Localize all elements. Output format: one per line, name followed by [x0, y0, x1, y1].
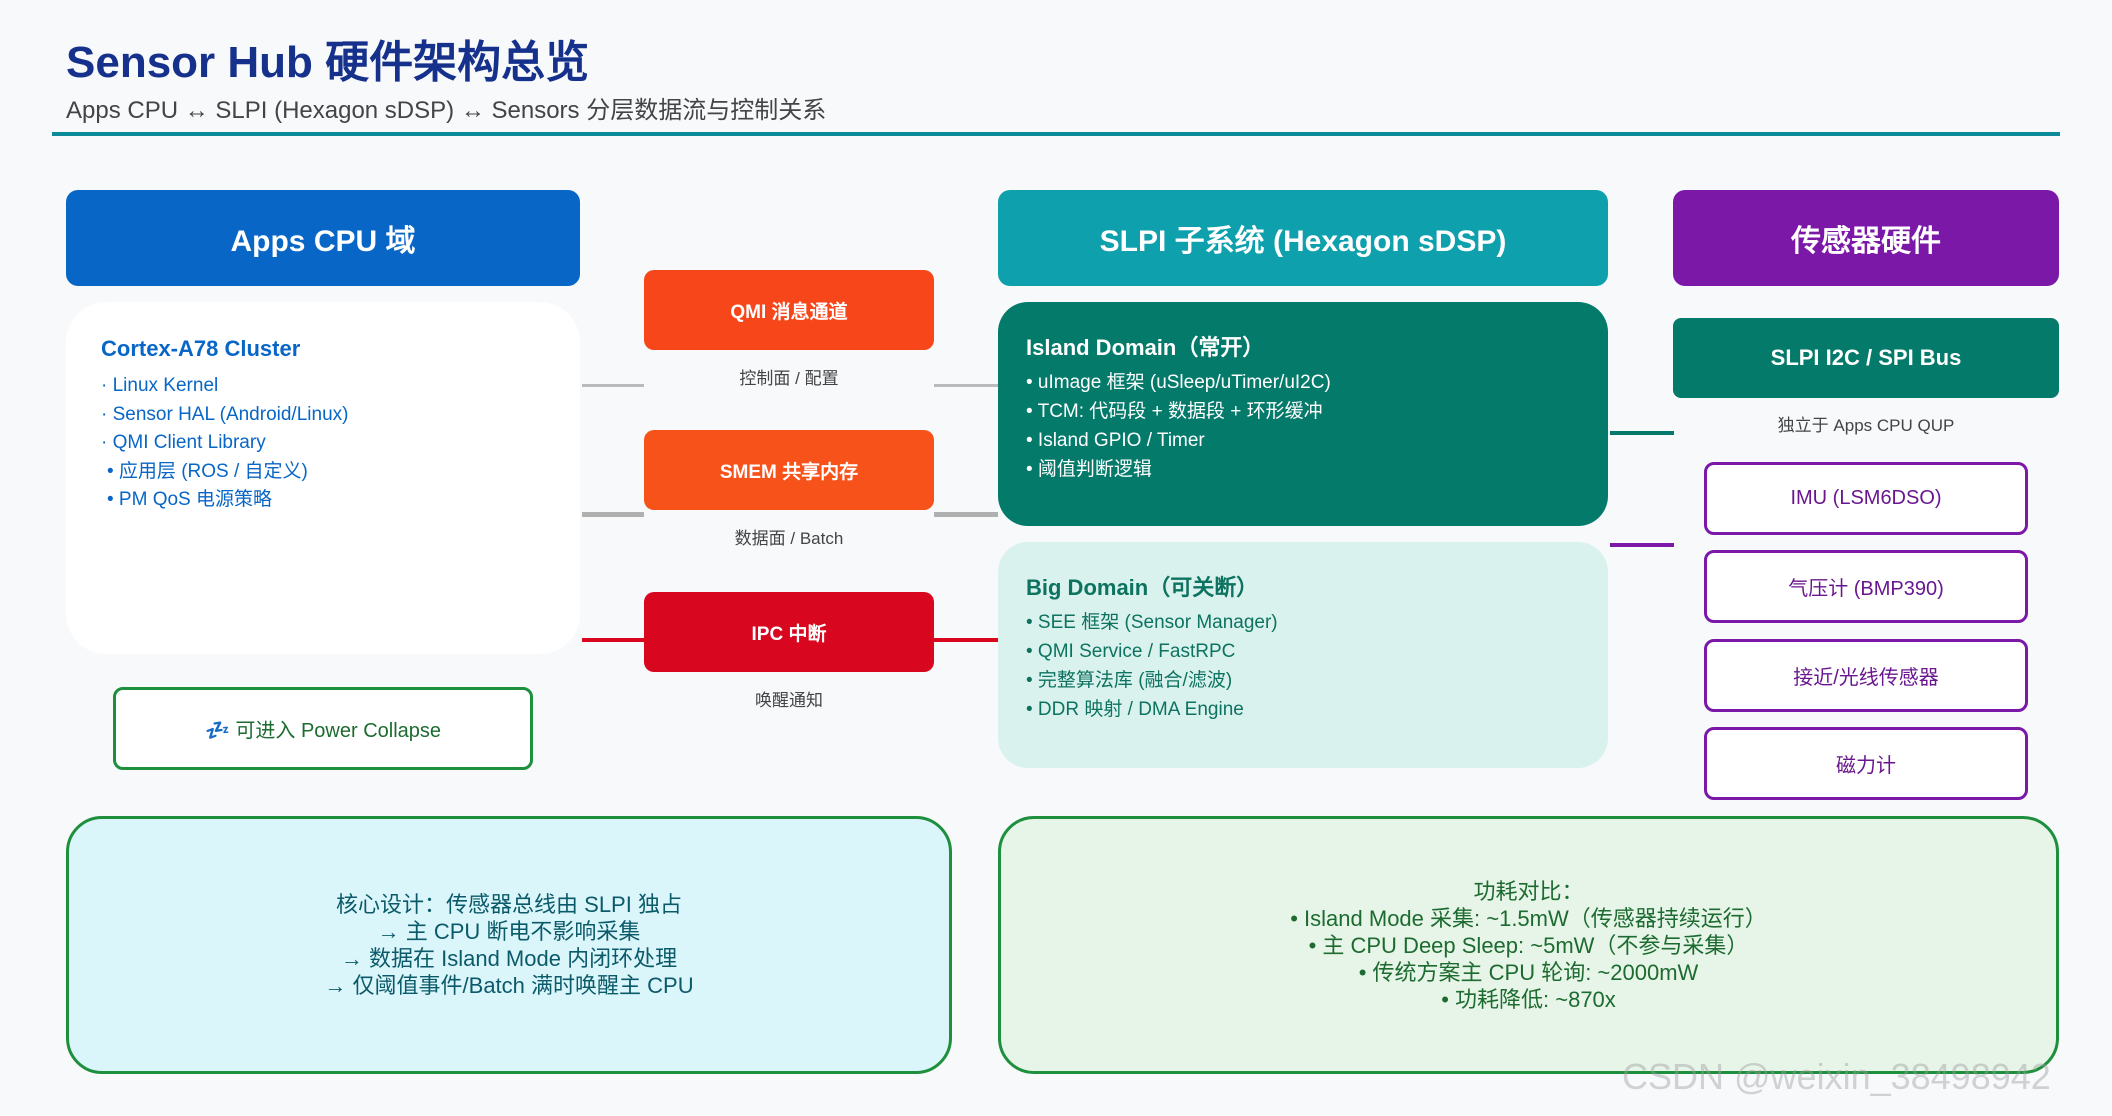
big-item: • DDR 映射 / DMA Engine — [1026, 699, 1244, 720]
apps-cpu-cluster-card: Cortex-A78 Cluster · Linux Kernel · Sens… — [66, 302, 580, 654]
sensor-proximity-light: 接近/光线传感器 — [1704, 639, 2028, 712]
ipc-channel-caption: 唤醒通知 — [755, 691, 823, 710]
bus-note: 独立于 Apps CPU QUP — [1777, 416, 1955, 435]
cluster-title: Cortex-A78 Cluster — [101, 336, 301, 361]
apps-item: • 应用层 (ROS / 自定义) — [107, 460, 308, 482]
page-subtitle: Apps CPU ↔ SLPI (Hexagon sDSP) ↔ Sensors… — [66, 97, 827, 124]
note-line: • Island Mode 采集: ~1.5mW（传感器持续运行） — [1290, 905, 1767, 931]
note-line: • 功耗降低: ~870x — [1441, 986, 1616, 1012]
watermark: CSDN @weixin_38498942 — [1622, 1056, 2051, 1097]
qmi-channel: QMI 消息通道 — [644, 270, 934, 350]
note-line: 核心设计：传感器总线由 SLPI 独占 — [336, 892, 682, 917]
big-domain-card: Big Domain（可关断） • SEE 框架 (Sensor Manager… — [998, 542, 1608, 768]
big-item: • 完整算法库 (融合/滤波) — [1026, 670, 1233, 691]
sensor-imu: IMU (LSM6DSO) — [1704, 462, 2028, 535]
slpi-bus-box: SLPI I2C / SPI Bus — [1673, 318, 2059, 398]
note-line: 功耗对比： — [1473, 878, 1584, 904]
connector-line — [582, 638, 644, 642]
apps-item: • PM QoS 电源策略 — [107, 489, 273, 510]
island-domain-title: Island Domain（常开） — [1026, 335, 1265, 360]
power-collapse-badge: 💤 可进入 Power Collapse — [113, 687, 533, 770]
page-title: Sensor Hub 硬件架构总览 — [66, 38, 590, 87]
note-line: • 传统方案主 CPU 轮询: ~2000mW — [1358, 959, 1699, 985]
apps-item: · Sensor HAL (Android/Linux) — [101, 403, 349, 425]
smem-channel-caption: 数据面 / Batch — [734, 529, 844, 548]
note-line: → 主 CPU 断电不影响采集 — [377, 919, 641, 944]
core-design-note: 核心设计：传感器总线由 SLPI 独占 → 主 CPU 断电不影响采集 → 数据… — [66, 816, 952, 1074]
connector-line — [582, 384, 644, 387]
connector-line — [1610, 543, 1674, 547]
note-line: → 仅阈值事件/Batch 满时唤醒主 CPU — [324, 973, 694, 998]
note-line: • 主 CPU Deep Sleep: ~5mW（不参与采集） — [1308, 932, 1749, 958]
power-comparison-note: 功耗对比： • Island Mode 采集: ~1.5mW（传感器持续运行） … — [998, 816, 2059, 1074]
connector-line — [934, 638, 998, 642]
apps-item: · QMI Client Library — [101, 432, 266, 453]
smem-channel: SMEM 共享内存 — [644, 430, 934, 510]
sensor-barometer: 气压计 (BMP390) — [1704, 550, 2028, 623]
island-domain-card: Island Domain（常开） • uImage 框架 (uSleep/uT… — [998, 302, 1608, 526]
island-item: • TCM: 代码段 + 数据段 + 环形缓冲 — [1026, 401, 1323, 422]
connector-line — [934, 512, 998, 517]
big-item: • QMI Service / FastRPC — [1026, 641, 1236, 662]
note-line: → 数据在 Island Mode 内闭环处理 — [340, 946, 678, 971]
qmi-channel-caption: 控制面 / 配置 — [739, 369, 839, 388]
big-item: • SEE 框架 (Sensor Manager) — [1026, 612, 1278, 633]
sensor-hardware-header: 传感器硬件 — [1673, 190, 2059, 286]
connector-line — [1610, 431, 1674, 435]
connector-line — [582, 512, 644, 517]
connector-line — [934, 384, 998, 387]
island-item: • uImage 框架 (uSleep/uTimer/uI2C) — [1026, 372, 1331, 393]
apps-cpu-header: Apps CPU 域 — [66, 190, 580, 286]
apps-item: · Linux Kernel — [101, 375, 219, 396]
big-domain-title: Big Domain（可关断） — [1026, 575, 1259, 600]
sensor-magnetometer: 磁力计 — [1704, 727, 2028, 800]
slpi-header: SLPI 子系统 (Hexagon sDSP) — [998, 190, 1608, 286]
island-item: • Island GPIO / Timer — [1026, 430, 1205, 451]
island-item: • 阈值判断逻辑 — [1026, 459, 1152, 480]
ipc-channel: IPC 中断 — [644, 592, 934, 672]
title-divider — [52, 132, 2060, 136]
